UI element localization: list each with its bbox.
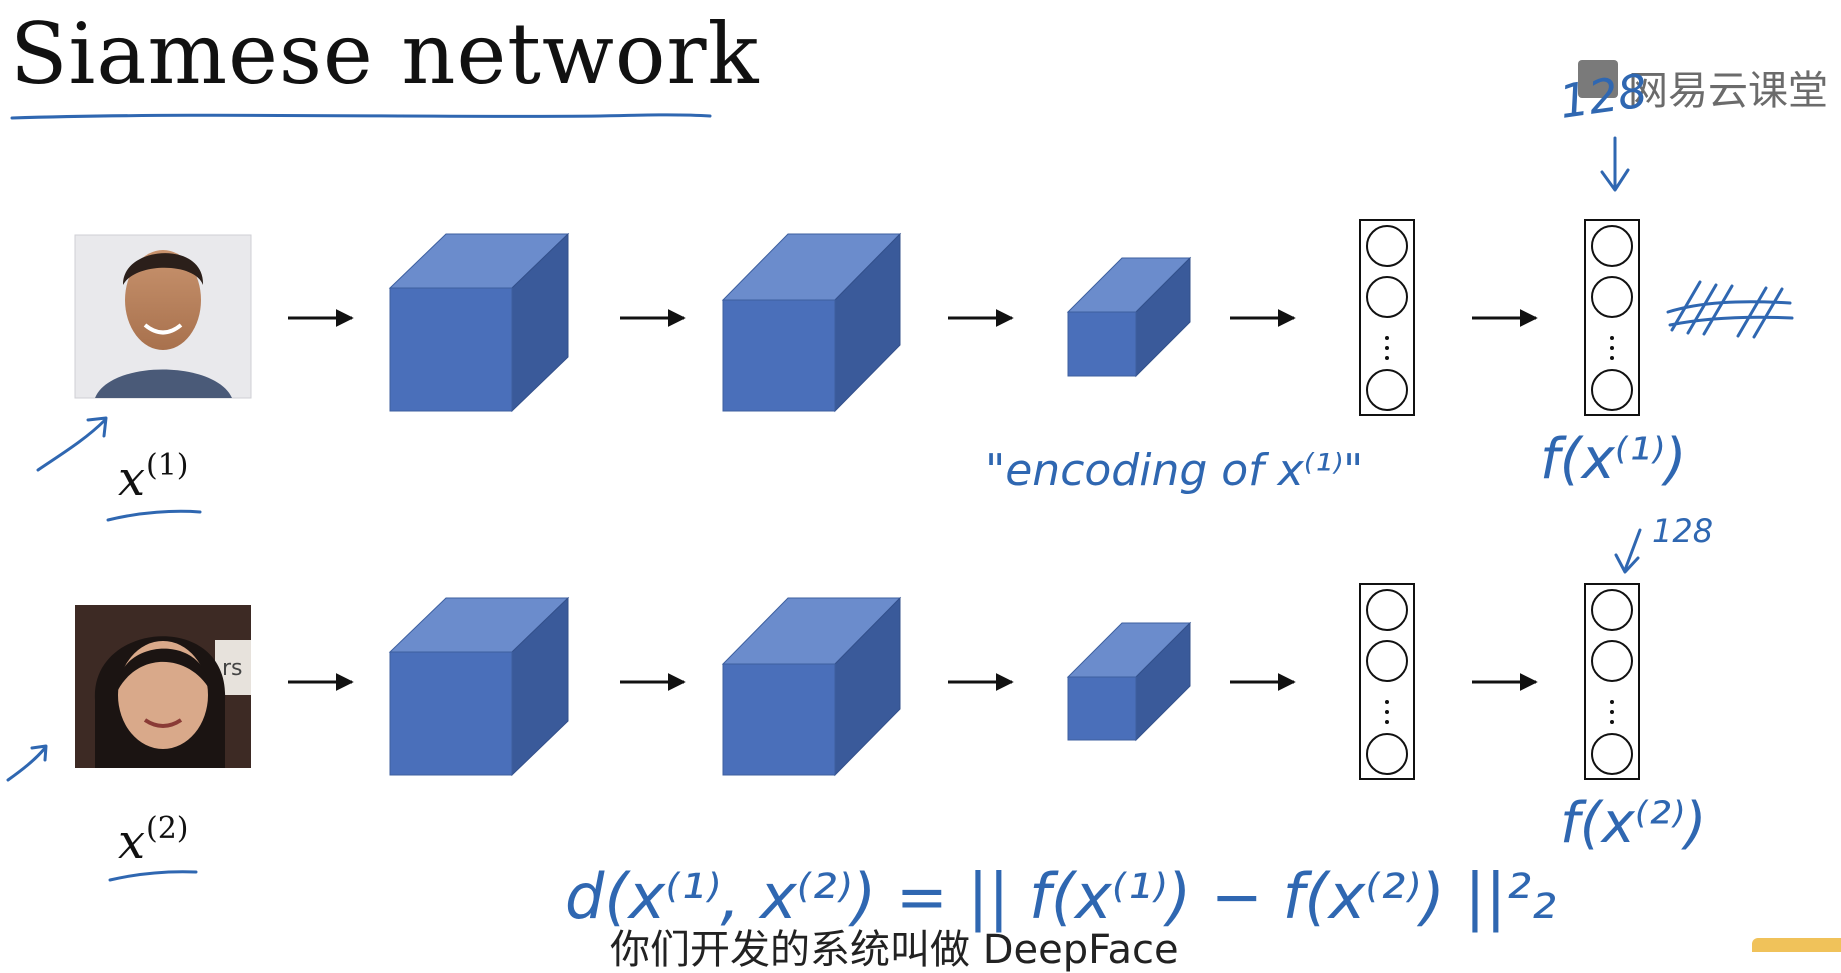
slide-title: Siamese network bbox=[10, 5, 760, 103]
conv-block-r2-3 bbox=[1066, 621, 1192, 742]
title-underline bbox=[10, 113, 712, 120]
f-x1-label: f(x⁽¹⁾) bbox=[1540, 427, 1687, 492]
watermark: 网易云课堂 bbox=[1628, 68, 1828, 114]
svg-text:rs: rs bbox=[222, 656, 243, 681]
pointer-arrow-1 bbox=[36, 418, 107, 472]
input-label-1: x bbox=[118, 451, 145, 507]
conv-block-r1-1 bbox=[388, 232, 570, 413]
fc-layer-r1-1 bbox=[1359, 219, 1415, 416]
netease-logo-icon bbox=[1578, 60, 1618, 98]
distance-formula: d(x⁽¹⁾, x⁽²⁾) = || f(x⁽¹⁾) − f(x⁽²⁾) ||²… bbox=[565, 860, 1556, 934]
f-x2-label: f(x⁽²⁾) bbox=[1560, 791, 1707, 856]
dim-label-top: 128 bbox=[1556, 63, 1650, 129]
input-sup-1: (1) bbox=[146, 448, 189, 483]
underline-x1 bbox=[106, 509, 202, 522]
fc-layer-r1-2 bbox=[1584, 219, 1640, 416]
video-subtitle: 你们开发的系统叫做 DeepFace bbox=[610, 927, 1179, 973]
scribble-hash bbox=[1666, 280, 1794, 339]
dim-label-bottom: 128 bbox=[1652, 512, 1713, 550]
input-sup-2: (2) bbox=[146, 811, 189, 846]
siamese-diagram: rs x (1) bbox=[6, 63, 1794, 934]
photo-woman: rs bbox=[75, 605, 251, 768]
photo-man bbox=[74, 234, 252, 399]
conv-block-r1-3 bbox=[1066, 256, 1192, 378]
arrow-down-bottom-head bbox=[1614, 553, 1640, 574]
conv-block-r2-2 bbox=[721, 596, 902, 777]
conv-block-r1-2 bbox=[721, 232, 902, 413]
pointer-arrow-2-head bbox=[30, 744, 48, 762]
fc-layer-r2-2 bbox=[1584, 583, 1640, 780]
pointer-arrow-2 bbox=[6, 746, 47, 782]
encoding-note: "encoding of x⁽¹⁾" bbox=[985, 445, 1363, 496]
corner-badge bbox=[1752, 938, 1841, 952]
arrow-down-top-head bbox=[1600, 168, 1630, 192]
underline-x2 bbox=[108, 870, 198, 882]
pointer-arrow-1-head bbox=[86, 416, 108, 438]
conv-block-r2-1 bbox=[388, 596, 570, 777]
arrow-down-bottom bbox=[1623, 528, 1642, 572]
input-label-2: x bbox=[118, 814, 145, 870]
fc-layer-r2-1 bbox=[1359, 583, 1415, 780]
